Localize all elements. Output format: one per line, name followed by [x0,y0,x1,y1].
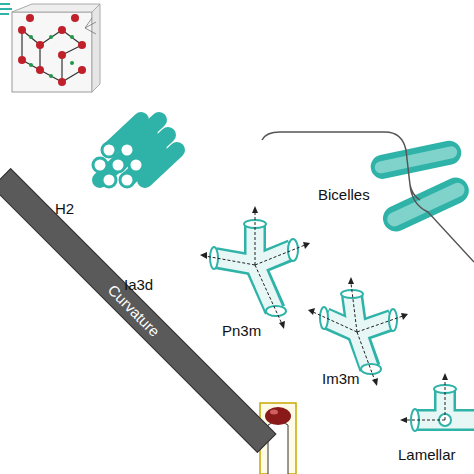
corner-mark [0,4,12,14]
phase-label: Lamellar [398,446,456,463]
bicelle-discs [368,138,473,235]
pn3m-structure [200,206,310,329]
phase-label: Im3m [322,370,360,387]
phase-label: H2 [55,200,74,217]
phase-label: Bicelles [318,186,370,203]
grouping-bracket [262,132,474,262]
phase-label: Ia3d [124,276,153,293]
lamellar-structure [400,373,474,431]
hexagonal-bundle [93,120,177,187]
im3m-structure [308,277,408,386]
phase-label: Pn3m [222,322,261,339]
curvature-band: Curvature [0,168,276,453]
cubic-lattice [12,4,100,92]
